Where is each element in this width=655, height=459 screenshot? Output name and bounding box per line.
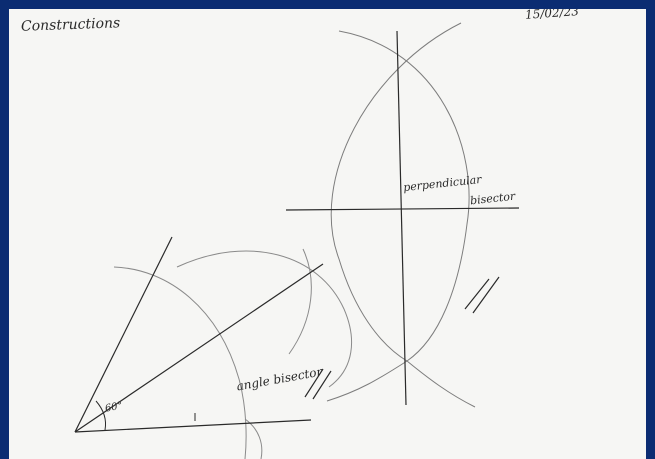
construction-drawing [74,22,520,459]
angle-bisector-construction [74,236,353,459]
perpendicular-bisector-construction [285,22,520,408]
horizontal-segment [285,207,520,211]
compass-arc-upper [176,250,353,388]
equal-marks-right [464,276,500,314]
angle-bisector-ray [74,263,324,433]
compass-arc-right [288,248,312,355]
equal-marks-angle [304,368,332,400]
compass-arc-large [113,266,247,459]
construction-arc-right [338,30,470,362]
angle-arc-mark [95,400,106,431]
construction-arc-left [330,22,462,362]
perpendicular-bisector-line [396,30,407,406]
construction-arc-bottom-left [326,360,408,402]
compass-arc-small [244,418,263,459]
notebook-page: Constructions 15/02/23 perpendicular bis… [9,9,646,459]
construction-arc-bottom-right [406,360,476,408]
angle-upper-ray [74,236,173,433]
angle-base-ray [74,419,312,433]
